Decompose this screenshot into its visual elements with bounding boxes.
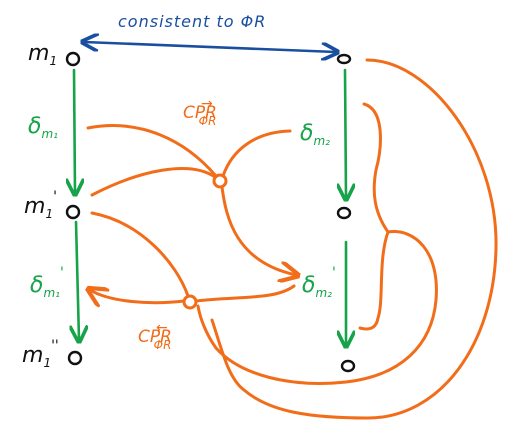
arrow-delta-m1 [74,68,75,193]
node-m1-double-prime [67,350,83,366]
consistency-label: consistent to ΦR [118,12,266,31]
curve-delta-m2-to-cpr [221,129,292,178]
label-m1-double-prime: m1'' [22,338,59,370]
label-delta-m2-prime: δm₂' [302,265,336,300]
label-delta-m2: δm₂ [300,121,330,148]
label-cpr-backward: CPR←ΦR [138,320,172,352]
label-m1: m1 [28,41,57,68]
loop-m2-to-bottom [210,58,498,420]
node-m2-double-prime [340,359,356,373]
consistency-arrow [84,42,336,52]
arrow-cpr-to-delta-m2-prime [220,185,296,275]
node-m1-prime [65,204,81,220]
arrow-delta-m2 [345,68,346,198]
brace-m2-column [358,102,390,331]
cpr-backward-node [182,294,198,310]
label-delta-m1: δm₁ [28,114,58,141]
arrow-cpr-backward-to-delta-m1-prime [90,290,186,303]
loop-brace-to-cpr-backward [196,230,438,385]
curve-cpr-backward-to-delta-m2-prime [194,284,296,303]
label-m1-prime: m1' [24,189,57,221]
node-m1 [65,51,81,67]
node-m2-prime [336,206,352,220]
curve-m1prime-to-cpr-backward [90,211,190,298]
curve-delta-m1-to-cpr [86,124,218,178]
label-delta-m1-prime: δm₁' [30,265,64,300]
label-cpr-forward: CPR→ΦR [183,96,217,128]
arrow-delta-m1-prime [76,220,79,340]
curve-m1prime-to-cpr [90,167,217,197]
node-m2 [336,53,352,65]
cpr-forward-node [212,173,228,189]
